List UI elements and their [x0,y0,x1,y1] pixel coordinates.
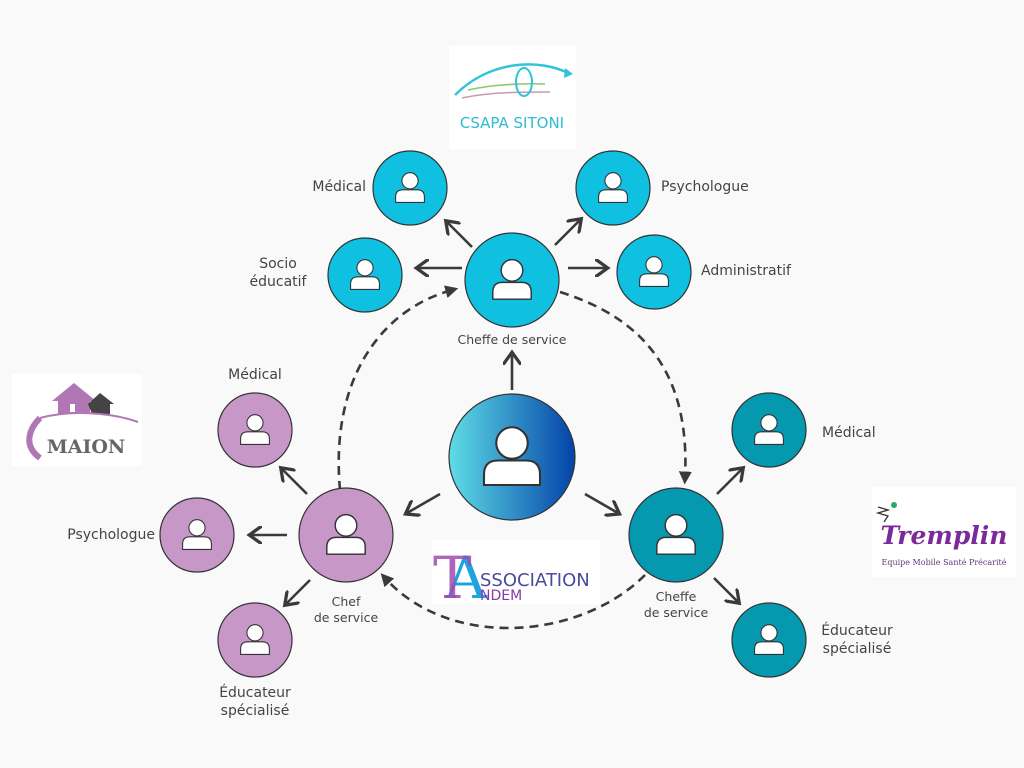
tandem-line2: NDEM [480,588,522,604]
csapa-psycho-label: Psychologue [661,179,749,195]
nodes [159,150,807,678]
maion-educ-label: Éducateur spécialisé [219,684,291,720]
maion-medical-label: Médical [228,367,282,383]
csapa-socio-node [327,237,403,313]
maion-educ-node [217,602,293,678]
tremplin-medical-label: Médical [822,425,876,441]
tremplin-educ-node [731,602,807,678]
tremplin-head-line2: de service [643,605,709,620]
csapa-psycho-node [575,150,651,226]
csapa-socio-line1: Socio [259,256,297,272]
csapa-medical-label: Médical [312,179,366,195]
maion-logo-text: MAION [47,436,126,458]
arrow-csapa-medical [447,222,473,248]
tremplin-logo-text: Tremplin [881,521,1008,550]
arrows [251,220,742,604]
tandem-letter-a: A [444,544,488,612]
maion-logo: MAION [12,374,142,466]
csapa-swoosh-icon [454,63,571,96]
csapa-admin-node [616,234,692,310]
csapa-socio-line2: éducatif [249,274,307,290]
jumper-icon [875,506,891,523]
tandem-letter-t: T [433,544,472,612]
tremplin-logo: Tremplin Equipe Mobile Santé Précarité [872,487,1016,577]
maion-head-line2: de service [313,610,379,625]
maion-psycho-node [159,497,235,573]
maion-head-label: Chef de service [314,594,378,626]
tremplin-head-node [628,487,724,583]
csapa-medical-node [372,150,448,226]
tremplin-educ-line2: spécialisé [822,641,892,657]
csapa-admin-label: Administratif [701,263,791,279]
maion-psycho-label: Psychologue [67,527,155,543]
arrow-maion-medical [282,469,308,495]
arrow-center-to-maion [407,492,441,513]
dashed-cycle [337,285,692,630]
maion-head-line1: Chef [331,594,361,609]
small-house-icon [88,393,114,414]
tremplin-medical-node [731,392,807,468]
csapa-socio-label: Socio éducatif [250,255,307,291]
tremplin-head-label: Cheffe de service [644,589,708,621]
arc-tremplin-to-maion [380,573,646,630]
tandem-line1: SSOCIATION [480,570,590,591]
csapa-head-label: Cheffe de service [457,332,567,347]
tremplin-educ-label: Éducateur spécialisé [821,622,893,658]
arrow-maion-educ [286,579,311,604]
maion-medical-node [217,392,293,468]
tremplin-logo-subtitle: Equipe Mobile Santé Précarité [881,558,1006,567]
arrow-tremplin-educ [713,577,738,602]
tandem-logo: A T SSOCIATION NDEM [432,540,600,612]
maion-educ-line1: Éducateur [219,685,291,701]
arrow-tremplin-medical [716,469,742,495]
tremplin-head-line1: Cheffe [655,589,697,604]
csapa-head-node [464,232,560,328]
arc-csapa-to-tremplin [559,290,692,485]
house-icon [52,383,96,414]
csapa-logo-text: CSAPA SITONI [460,114,564,132]
maion-head-node [298,487,394,583]
csapa-logo: CSAPA SITONI [449,46,576,149]
tremplin-educ-line1: Éducateur [821,623,893,639]
arc-maion-to-csapa [337,285,459,491]
arrow-csapa-psycho [554,220,580,246]
center-node [448,393,576,521]
arrow-center-to-tremplin [584,492,618,513]
maion-educ-line2: spécialisé [220,703,290,719]
